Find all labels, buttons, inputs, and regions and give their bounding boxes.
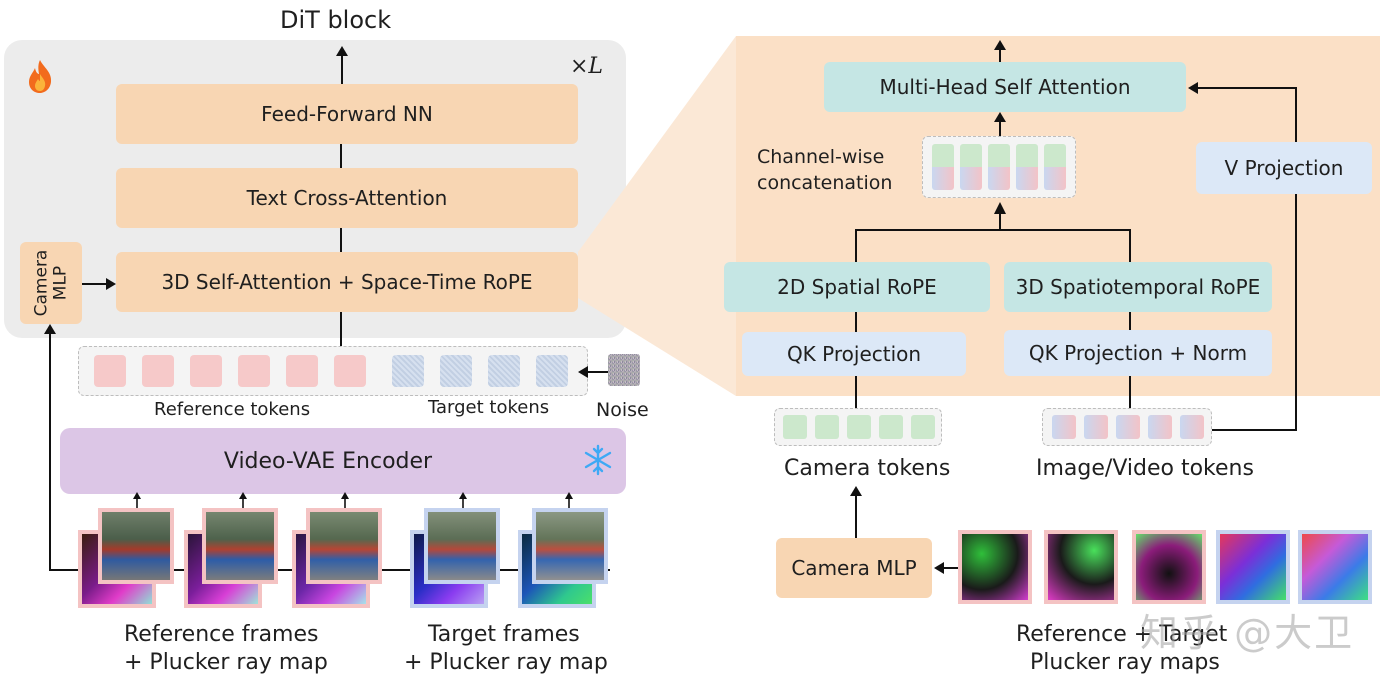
repeat-label: ×L xyxy=(570,54,604,79)
reference-tokens-label: Reference tokens xyxy=(154,399,311,420)
target-token xyxy=(392,355,424,387)
concatenated-token xyxy=(960,144,982,190)
reference-frames-label-1: Reference frames xyxy=(124,622,319,647)
target-frames-label-2: + Plucker ray map xyxy=(404,650,608,675)
concat-label-2: concatenation xyxy=(757,172,893,194)
ray-maps-label-1: Reference + Target xyxy=(1016,622,1228,647)
multi-head-self-attention: Multi-Head Self Attention xyxy=(824,62,1186,112)
qk-projection-norm: QK Projection + Norm xyxy=(1004,330,1272,376)
camera-token xyxy=(911,415,935,439)
reference-frames-label-2: + Plucker ray map xyxy=(124,650,328,675)
ray-maps-to-mlp-arrow xyxy=(934,562,960,574)
camera-token xyxy=(847,415,871,439)
image-token xyxy=(1084,415,1108,439)
watermark: 知乎 @大卫 xyxy=(1140,611,1355,655)
snowflake-icon xyxy=(584,444,612,476)
target-frame-image xyxy=(532,508,608,584)
reference-token xyxy=(286,355,318,387)
target-token xyxy=(440,355,472,387)
concat-label-1: Channel-wise xyxy=(757,146,885,168)
dit-output-arrow xyxy=(336,46,348,86)
plucker-ray-map xyxy=(958,530,1032,604)
video-vae-encoder: Video-VAE Encoder xyxy=(60,428,626,494)
reference-frame-image xyxy=(306,508,382,584)
camera-tokens-label: Camera tokens xyxy=(784,456,951,481)
plucker-ray-map xyxy=(1132,530,1206,604)
3d-spatiotemporal-rope: 3D Spatiotemporal RoPE xyxy=(1004,262,1272,312)
image-token xyxy=(1180,415,1204,439)
connector-line xyxy=(1129,312,1131,330)
noise-image xyxy=(608,354,640,386)
fire-icon xyxy=(29,60,52,93)
reference-token xyxy=(94,355,126,387)
image-token xyxy=(1052,415,1076,439)
image-tokens-label: Image/Video tokens xyxy=(1036,456,1254,481)
camera-mlp-block: Camera MLP xyxy=(20,242,82,324)
target-token xyxy=(488,355,520,387)
concatenated-token xyxy=(1044,144,1066,190)
concatenated-token xyxy=(932,144,954,190)
camera-token xyxy=(815,415,839,439)
connector-line xyxy=(855,312,857,332)
v-projection: V Projection xyxy=(1196,142,1372,194)
plucker-ray-map xyxy=(1298,530,1372,604)
qk-projection: QK Projection xyxy=(742,332,966,376)
camera-to-attention-arrow xyxy=(82,278,116,290)
camera-token xyxy=(879,415,903,439)
plucker-ray-map xyxy=(1216,530,1290,604)
concatenated-token xyxy=(988,144,1010,190)
camera-mlp-to-tokens-arrow xyxy=(850,486,862,538)
reference-token xyxy=(190,355,222,387)
target-tokens-label: Target tokens xyxy=(428,397,550,418)
connector-line xyxy=(340,228,342,252)
encoder-label: Video-VAE Encoder xyxy=(223,448,433,474)
reference-frame-image xyxy=(202,508,278,584)
noise-to-tokens-arrow xyxy=(578,366,608,378)
target-token xyxy=(536,355,568,387)
ray-maps-label-2: Plucker ray maps xyxy=(1030,650,1220,675)
dit-block-title: DiT block xyxy=(280,6,392,34)
camera-token xyxy=(783,415,807,439)
concat-to-mhsa-arrow xyxy=(994,112,1006,136)
concatenated-token xyxy=(1016,144,1038,190)
zoom-funnel xyxy=(578,36,736,396)
image-token xyxy=(1148,415,1172,439)
branch-merge-lines xyxy=(855,202,1131,264)
target-frame-image xyxy=(424,508,500,584)
reference-token xyxy=(142,355,174,387)
camera-mlp-label: Camera MLP xyxy=(31,249,70,317)
image-token xyxy=(1116,415,1140,439)
reference-token xyxy=(334,355,366,387)
connector-line xyxy=(855,376,857,408)
self-attention-block: 3D Self-Attention + Space-Time RoPE xyxy=(116,252,578,312)
plucker-ray-map xyxy=(1044,530,1118,604)
camera-mlp-right: Camera MLP xyxy=(776,538,932,598)
connector-line xyxy=(340,312,342,346)
v-projection-path xyxy=(1188,82,1297,431)
feed-forward-block: Feed-Forward NN xyxy=(116,84,578,144)
reference-token xyxy=(238,355,270,387)
text-cross-attention-block: Text Cross-Attention xyxy=(116,168,578,228)
connector-line xyxy=(340,144,342,168)
noise-label: Noise xyxy=(596,399,649,421)
reference-frame-image xyxy=(98,508,174,584)
target-frames-label-1: Target frames xyxy=(428,622,580,647)
connector-line xyxy=(1129,376,1131,408)
2d-spatial-rope: 2D Spatial RoPE xyxy=(724,262,990,312)
